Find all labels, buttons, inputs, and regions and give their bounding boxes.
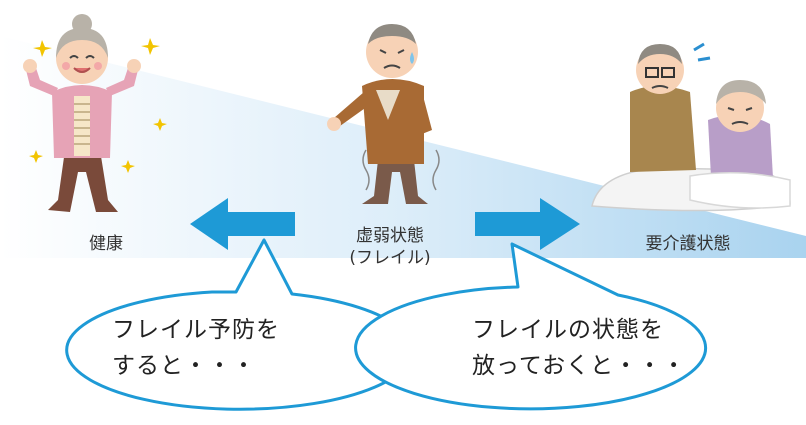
bubble-right-line2: 放っておくと・・・	[472, 353, 687, 379]
frail-elderly-man-icon	[327, 24, 440, 204]
arrow-right-to-care	[475, 198, 580, 250]
label-frailty-line2: (フレイル)	[349, 248, 431, 268]
speech-bubble-right	[354, 242, 708, 411]
bedridden-elderly-couple-icon	[591, 42, 791, 212]
label-frailty: 虚弱状態 (フレイル)	[330, 225, 450, 269]
bubble-left-line2: すると・・・	[112, 353, 256, 379]
happy-grandmother-icon	[23, 14, 167, 212]
bubble-right-text: フレイルの状態を 放っておくと・・・	[472, 312, 686, 384]
bubble-left-line1: フレイル予防を	[112, 317, 280, 343]
label-care-required: 要介護状態	[645, 234, 731, 254]
arrow-left-to-health	[190, 198, 295, 250]
label-frailty-line1: 虚弱状態	[356, 226, 424, 246]
bubble-right-line1: フレイルの状態を	[472, 317, 664, 343]
bubble-left-text: フレイル予防を すると・・・	[112, 312, 280, 384]
label-health: 健康	[89, 234, 123, 254]
